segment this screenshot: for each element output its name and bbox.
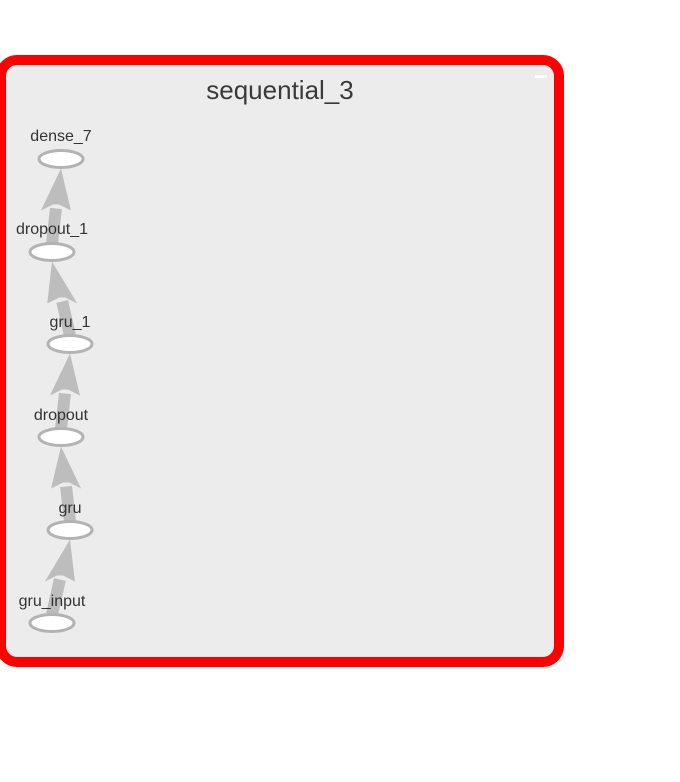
node-ellipse[interactable]: [46, 334, 94, 354]
node-ellipse[interactable]: [28, 613, 76, 633]
edge-line: [56, 300, 76, 337]
arrow-head-icon: [40, 168, 71, 211]
group-title: sequential_3: [206, 75, 353, 105]
node-label: gru_input: [19, 593, 86, 610]
group-box[interactable]: [0, 55, 564, 667]
node-gru_1[interactable]: gru_1: [46, 314, 94, 354]
node-dense_7[interactable]: dense_7: [30, 128, 92, 169]
collapse-icon[interactable]: [535, 75, 547, 78]
node-ellipse[interactable]: [37, 149, 85, 169]
edge-line: [55, 392, 71, 430]
node-label: dropout_1: [16, 221, 88, 238]
node-ellipse[interactable]: [46, 520, 94, 540]
edge-line: [60, 485, 76, 523]
edge-gru_1-to-dropout_1: [47, 261, 78, 337]
edges-layer: [40, 168, 82, 616]
node-ellipse[interactable]: [28, 242, 76, 262]
edge-dropout-to-gru_1: [49, 353, 80, 430]
node-gru_input[interactable]: gru_input: [19, 593, 86, 633]
node-label: gru_1: [50, 314, 91, 331]
node-dropout_1[interactable]: dropout_1: [16, 221, 88, 262]
edge-line: [46, 207, 62, 245]
node-label: dropout: [34, 407, 89, 424]
group-sequential[interactable]: sequential_3: [0, 55, 564, 667]
arrow-head-icon: [47, 261, 78, 304]
node-gru[interactable]: gru: [46, 500, 94, 540]
node-label: gru: [58, 500, 81, 517]
edge-line: [46, 578, 66, 616]
arrow-head-icon: [49, 353, 80, 396]
node-label: dense_7: [30, 128, 91, 145]
edge-gru-to-dropout: [51, 446, 82, 523]
arrow-head-icon: [44, 539, 75, 582]
node-dropout[interactable]: dropout: [34, 407, 89, 447]
edge-dropout_1-to-dense_7: [40, 168, 71, 245]
arrow-head-icon: [51, 446, 82, 489]
node-ellipse[interactable]: [37, 427, 85, 447]
edge-gru_input-to-gru: [44, 539, 75, 616]
